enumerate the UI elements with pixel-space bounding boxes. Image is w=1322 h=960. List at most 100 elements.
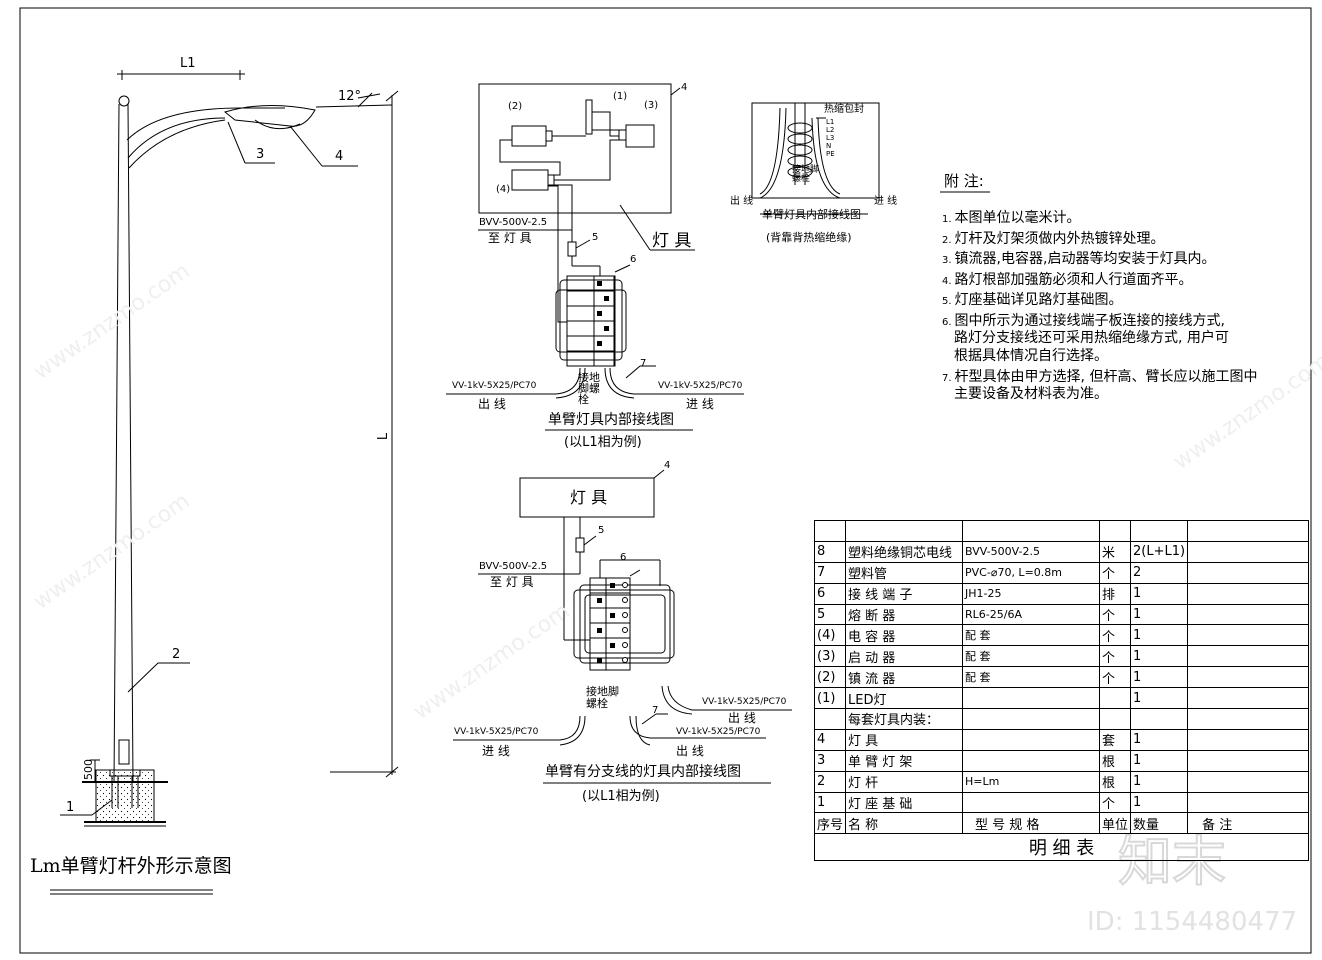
top-lamp-label: 灯 具 — [652, 231, 692, 251]
cell-unit: 个 — [1099, 603, 1132, 626]
cell-spec: JH1-25 — [962, 582, 1101, 605]
top-callout-4: 4 — [681, 82, 688, 93]
cell-unit: 个 — [1099, 645, 1132, 668]
cell-no: 2 — [813, 770, 847, 793]
cell-spec — [962, 708, 1101, 730]
note-item: 主要设备及材料表为准。 — [942, 383, 1257, 403]
note-text: 杆型具体由甲方选择, 但杆高、臂长应以施工图中 — [954, 368, 1258, 385]
heat-shrink-diagram — [751, 102, 880, 215]
top-comp-4-label: (4) — [496, 184, 511, 195]
phase-l1: L1 — [826, 118, 835, 126]
cell-qty: 1 — [1130, 687, 1189, 710]
note-item: 1.本图单位以毫米计。 — [942, 207, 1257, 228]
dim-height: L — [376, 432, 392, 441]
watermark-site-3: www.znzmo.com — [409, 599, 574, 725]
terminal-screws-bottom — [622, 582, 628, 663]
top-callout-6: 6 — [630, 254, 637, 265]
bottom-caption: 单臂有分支线的灯具内部接线图 — [545, 764, 741, 780]
note-item: 3.镇流器,电容器,启动器等均安装于灯具内。 — [942, 248, 1257, 269]
bottom-lamp-label: 灯 具 — [570, 488, 608, 507]
callout-4: 4 — [335, 149, 344, 164]
top-callout-5: 5 — [592, 232, 599, 243]
cell-unit: 个 — [1099, 666, 1132, 689]
cell-qty: 1 — [1130, 666, 1189, 689]
note-text: 路灯分支接线还可采用热缩绝缘方式, 用户可 — [954, 330, 1229, 347]
dim-base-depth: 500 — [82, 759, 95, 780]
note-number: 5. — [942, 296, 952, 308]
bottom-cable-in: VV-1kV-5X25/PC70 — [454, 727, 539, 737]
phase-n: N — [826, 142, 832, 150]
top-cable-in: VV-1kV-5X25/PC70 — [658, 381, 743, 391]
table-title: 明 细 表 — [813, 833, 1310, 862]
heat-shrink-caption: 单臂灯具内部接线图 — [762, 208, 861, 221]
top-subcaption: (以L1相为例) — [564, 435, 642, 450]
cell-name: 每套灯具内装： — [845, 708, 964, 730]
phase-l2: L2 — [826, 126, 835, 134]
note-number: 3. — [942, 255, 952, 267]
note-text: 主要设备及材料表为准。 — [954, 386, 1108, 403]
notes-list: 1.本图单位以毫米计。 2.灯杆及灯架须做内外热镀锌处理。 3.镇流器,电容器,… — [942, 207, 1258, 403]
cell-no: 5 — [813, 603, 847, 626]
cell-remark — [1187, 624, 1310, 647]
terminal-fills-bottom — [597, 583, 615, 663]
cell-spec — [962, 791, 1101, 814]
bottom-subcaption: (以L1相为例) — [582, 789, 660, 804]
cell-remark — [1187, 520, 1310, 542]
cell-spec — [962, 749, 1101, 772]
bottom-out-label-2: 出 线 — [676, 744, 704, 758]
cell-no: 4 — [813, 728, 847, 751]
note-number: 7. — [942, 372, 952, 384]
cell-qty: 2(L+L1) — [1130, 540, 1189, 563]
cell-qty: 1 — [1130, 770, 1189, 793]
cell-name: 启 动 器 — [845, 645, 964, 668]
note-text: 根据具体情况自行选择。 — [954, 347, 1108, 364]
top-cable-to-lamp: BVV-500V-2.5 — [479, 217, 548, 228]
cell-unit — [1099, 520, 1132, 542]
note-item: 4.路灯根部加强筋必须和人行道面齐平。 — [942, 269, 1257, 290]
cell-spec: RL6-25/6A — [962, 603, 1101, 626]
wiring-bottom-diagram — [453, 469, 792, 784]
cell-remark — [1187, 749, 1310, 772]
cell-unit: 个 — [1099, 561, 1132, 584]
table-row: 每套灯具内装： — [813, 708, 1310, 730]
bottom-to-lamp: 至 灯 具 — [490, 575, 534, 589]
cell-remark — [1187, 708, 1310, 730]
cell-qty: 1 — [1130, 624, 1189, 647]
cell-name: 镇 流 器 — [845, 666, 964, 689]
bottom-cable-in-2: VV-1kV-5X25/PC70 — [676, 727, 761, 737]
cell-name: 塑料管 — [845, 561, 964, 584]
cell-qty: 1 — [1130, 582, 1189, 605]
top-ground-bolt: 接地脚螺栓 — [578, 371, 600, 406]
bottom-callout-5: 5 — [598, 525, 605, 536]
top-callout-7: 7 — [640, 358, 647, 369]
bottom-in-label: 进 线 — [482, 744, 510, 758]
note-item: 路灯分支接线还可采用热缩绝缘方式, 用户可 — [942, 327, 1257, 347]
cell-no: (2) — [813, 666, 847, 689]
cell-no: 8 — [813, 540, 847, 563]
cell-qty: 1 — [1130, 728, 1189, 751]
cell-qty: 1 — [1130, 603, 1189, 626]
cell-qty — [1130, 708, 1189, 730]
cell-remark — [1187, 582, 1310, 605]
cell-remark — [1187, 666, 1310, 689]
note-text: 镇流器,电容器,启动器等均安装于灯具内。 — [954, 251, 1216, 268]
heat-shrink-phase-list: L1 L2 L3 N PE — [826, 118, 838, 158]
cell-remark — [1187, 645, 1310, 668]
note-number: 1. — [942, 214, 952, 225]
cell-remark — [1187, 791, 1310, 814]
bottom-cable-to-lamp: BVV-500V-2.5 — [479, 561, 548, 572]
cell-spec — [962, 520, 1101, 542]
table-row — [813, 520, 1310, 542]
top-comp-2-label: (2) — [508, 101, 523, 112]
cell-no: 3 — [813, 749, 847, 772]
table-header-row: 序号 名 称 型 号 规 格 单位 数量 备 注 — [813, 812, 1310, 835]
